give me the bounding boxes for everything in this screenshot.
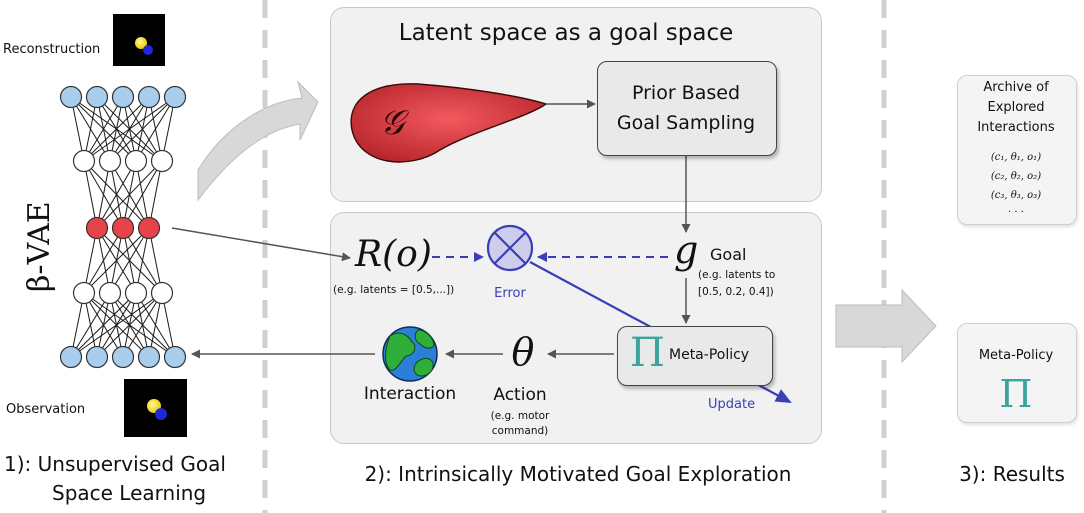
- archive-entry: . . .: [1008, 204, 1024, 215]
- sampler-label-line1: Prior Based: [631, 82, 741, 104]
- action-label: Action: [493, 385, 547, 405]
- results-flow-arrow: [835, 288, 937, 364]
- results-policy-symbol: Π: [999, 372, 1033, 416]
- goal-space-symbol: 𝒢: [379, 103, 405, 143]
- goal-symbol: g: [674, 228, 699, 272]
- network-node: [124, 149, 148, 173]
- section3-caption: 3): Results: [959, 462, 1065, 486]
- archive-title-line3: Interactions: [977, 120, 1055, 135]
- network-node: [72, 149, 96, 173]
- curved-flow-arrow: [197, 80, 319, 202]
- archive-title-line1: Archive of: [983, 80, 1049, 95]
- action-symbol: θ: [511, 330, 535, 374]
- update-label: Update: [708, 397, 756, 412]
- network-node: [137, 85, 161, 109]
- reconstruction-label: Reconstruction: [3, 42, 101, 57]
- network-node: [124, 281, 148, 305]
- interaction-label: Interaction: [363, 384, 457, 404]
- network-node: [111, 85, 135, 109]
- network-node: [72, 281, 96, 305]
- policy-label: Meta-Policy: [669, 347, 750, 363]
- network-node: [150, 281, 174, 305]
- network-nodes: [59, 85, 187, 369]
- sampler-label-line2: Goal Sampling: [616, 112, 756, 134]
- section2-caption: 2): Intrinsically Motivated Goal Explora…: [364, 462, 792, 486]
- goal-sampler-box: [597, 61, 777, 156]
- archive-entry: (c₂, θ₂, o₂): [990, 171, 1042, 182]
- error-label: Error: [494, 286, 526, 301]
- goal-label: Goal: [710, 245, 747, 264]
- network-node: [85, 345, 109, 369]
- results-policy-box: [957, 323, 1077, 423]
- goal-space-title: Latent space as a goal space: [398, 20, 734, 46]
- archive-title-line2: Explored: [987, 100, 1045, 115]
- network-node: [163, 85, 187, 109]
- network-node: [98, 149, 122, 173]
- reward-example: (e.g. latents = [0.5,...]): [333, 284, 455, 296]
- section1-caption-line1: 1): Unsupervised Goal: [4, 452, 226, 476]
- action-example-line2: command): [491, 425, 549, 437]
- archive-box: [957, 75, 1077, 225]
- goal-example-line1: (e.g. latents to: [698, 269, 776, 281]
- archive-entry: (c₃, θ₃, o₃): [990, 190, 1042, 201]
- archive-entry: (c₁, θ₁, o₁): [990, 152, 1042, 163]
- network-node: [111, 345, 135, 369]
- meta-policy-box: [617, 326, 773, 386]
- network-node: [150, 149, 174, 173]
- latent-node: [137, 216, 161, 240]
- latent-node: [111, 216, 135, 240]
- vae-label: β-VAE: [22, 201, 57, 292]
- network-node: [98, 281, 122, 305]
- network-node: [137, 345, 161, 369]
- observation-label: Observation: [6, 402, 86, 417]
- latent-node: [85, 216, 109, 240]
- action-example-line1: (e.g. motor: [490, 410, 550, 422]
- network-node: [59, 345, 83, 369]
- network-node: [85, 85, 109, 109]
- network-node: [59, 85, 83, 109]
- results-policy-label: Meta-Policy: [978, 348, 1054, 363]
- section1-caption-line2: Space Learning: [52, 481, 207, 505]
- goal-example-line2: [0.5, 0.2, 0.4]): [698, 286, 774, 298]
- network-node: [163, 345, 187, 369]
- policy-symbol: Π: [630, 330, 665, 376]
- observation-image: [124, 379, 187, 437]
- reward-symbol: R(o): [355, 234, 432, 275]
- reconstruction-image: [113, 14, 165, 66]
